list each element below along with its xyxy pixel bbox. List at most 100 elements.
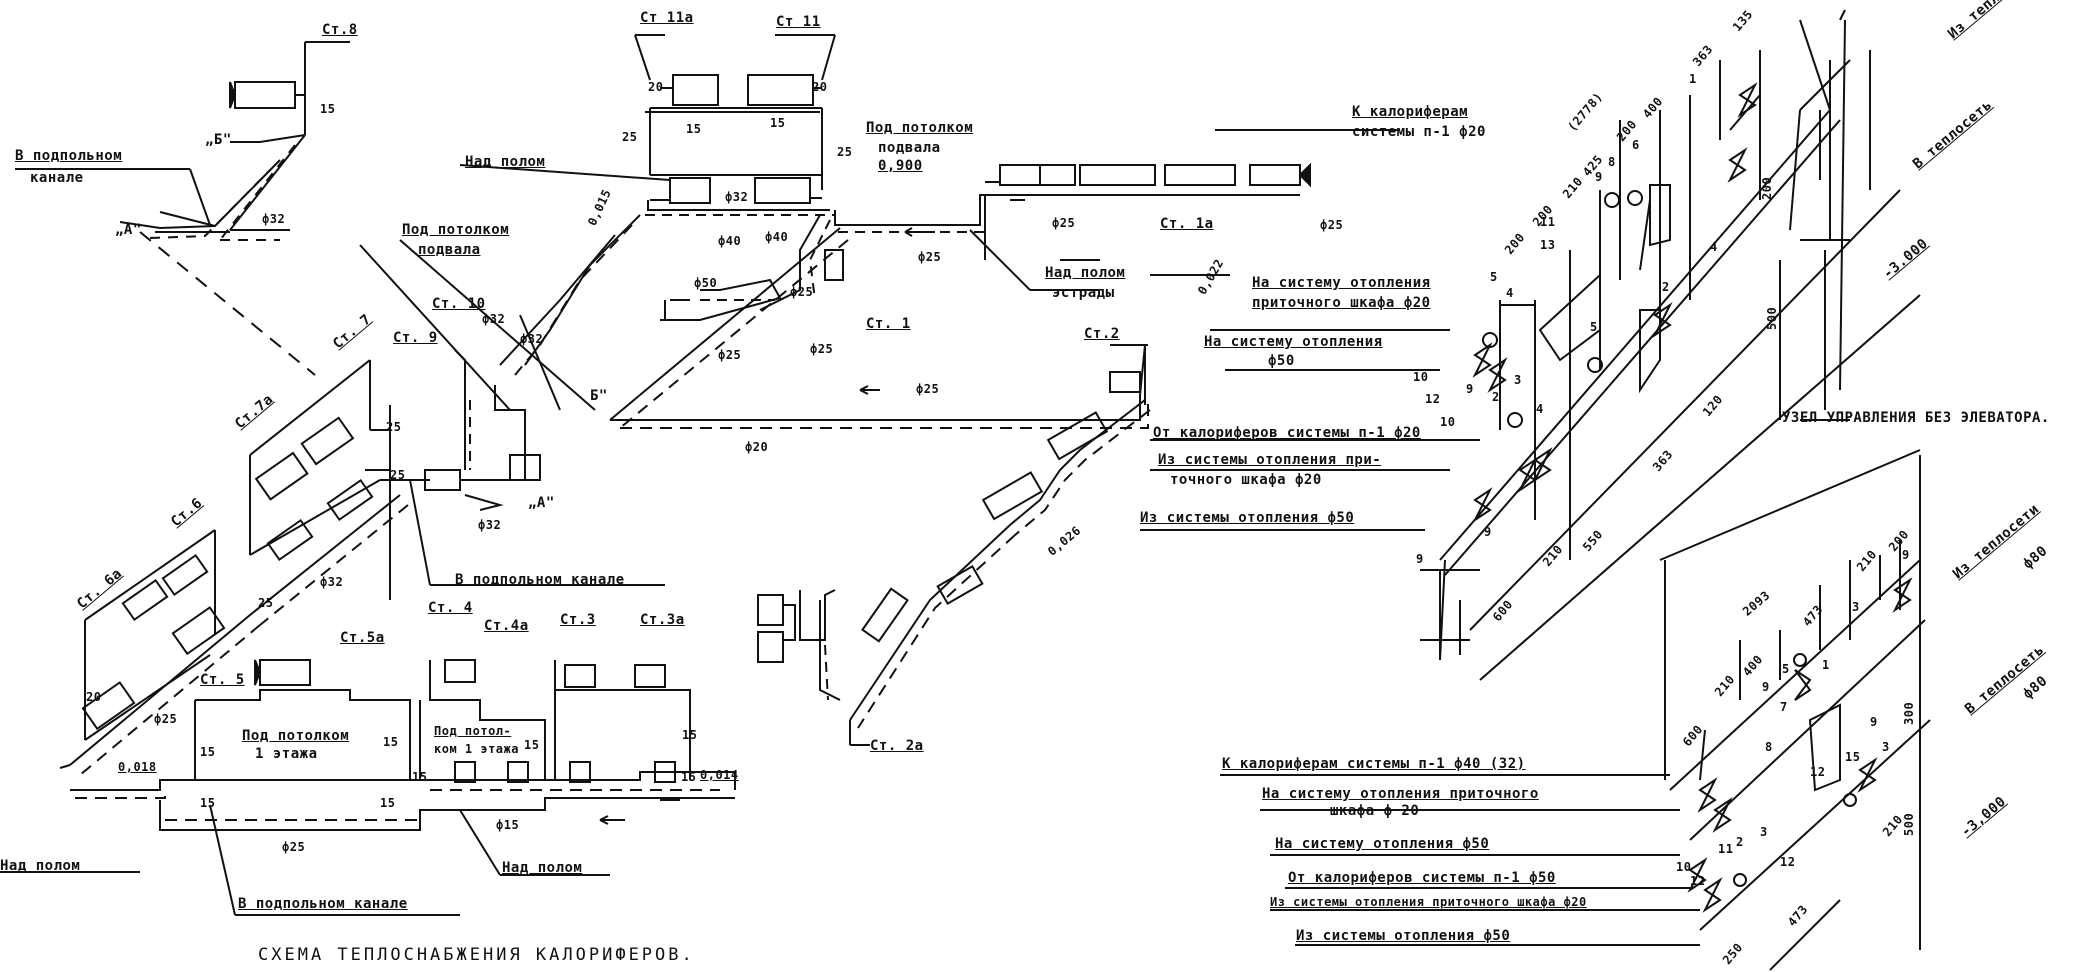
node-bottom-num-13: 12 [1780,855,1796,869]
label-mark-a: „А" [115,222,142,238]
dim-40-a: ф40 [718,234,742,248]
node-bottom-num-5: 8 [1765,740,1773,754]
node-bottom-dim-7: 300 [1902,701,1916,725]
dim-20-d: 20 [86,690,102,704]
node-top-num-12: 1 [1689,72,1697,86]
dim-25-g: ф25 [718,348,742,362]
label-pod-potolkom-podvala-2: Под потолком [866,120,974,136]
node-bottom-num-11: 2 [1736,835,1744,849]
node-top-na-sistemu: На систему отопления [1204,334,1383,350]
dim-20-c: ф20 [745,440,769,454]
label-st5a: Ст.5а [340,630,385,646]
dim-32-f: ф32 [320,575,344,589]
label-st5: Ст. 5 [200,672,245,688]
dim-15-g: 15 [524,738,540,752]
node-top-num-17: 9 [1484,525,1492,539]
label-kom-1-etazha: ком 1 этажа [434,742,519,756]
node-top-f50: ф50 [1268,353,1295,369]
dim-40-b: ф40 [765,230,789,244]
label-st2a: Ст. 2а [870,738,924,754]
riser-2a-group [758,590,840,700]
riser-2-group [850,345,1150,745]
node-bottom-iz-sistemy: Из системы отопления ф50 [1296,928,1511,944]
label-v-podpolnom-2: В подпольном канале [455,572,625,588]
flow-arrows [600,165,1040,824]
riser-8-group [155,42,350,240]
node-bottom-na-sistemu: На систему отопления ф50 [1275,836,1490,852]
label-nad-polom-3: Над полом [0,858,81,874]
node-top-num-13: 2 [1662,280,1670,294]
dim-25-k: ф25 [282,840,306,854]
dim-25-d: ф25 [918,250,942,264]
node-bottom-num-4: 9 [1902,548,1910,562]
node-bottom-num-3: 3 [1852,600,1860,614]
slope-0014: 0,014 [700,768,739,782]
node-top-num-0: 12 [1425,392,1441,406]
dim-25-c: ф25 [790,285,814,299]
dim-15-e: 15 [200,745,216,759]
node-bottom-num-15: 10 [1676,860,1692,874]
label-nad-polom-2: Над полом [1045,265,1126,281]
dim-15-h: 15 [682,728,698,742]
node-top-ot-kaloriferov: От калориферов системы п-1 ф20 [1153,425,1421,441]
node-top-k-kaloriferam: К калориферам [1352,104,1469,120]
label-st4: Ст. 4 [428,600,473,616]
label-mark-b: „Б" [205,132,232,148]
label-st2: Ст.2 [1084,326,1120,342]
control-node-bottom [1660,450,1935,970]
node-top-num-6: 4 [1506,286,1514,300]
label-mark-a2: „А" [528,495,555,511]
risers-3-5-rooms [195,660,690,782]
node-bottom-num-9: 9 [1870,715,1878,729]
label-pod-potolkom-short: Под потол- [434,724,512,738]
dim-25-f: ф25 [1320,218,1344,232]
node-bottom-num-0: 9 [1762,680,1770,694]
dim-20-b: 20 [812,80,828,94]
node-top-sistemy-p1: системы п-1 ф20 [1352,124,1486,140]
label-st3a: Ст.3а [640,612,685,628]
riser-9-10-group [380,330,540,510]
label-podvala-2: подвала [878,140,941,156]
dim-32-b: ф32 [725,190,749,204]
node-top-num-8: 2 [1492,390,1500,404]
label-v-podpolnom-3: В подпольном канале [238,896,408,912]
dim-15-k: 15 [412,770,428,784]
node-top-num-2: 9 [1466,382,1474,396]
dim-25-n: 25 [258,596,274,610]
label-mark-b2: Б" [590,388,608,404]
label-st11a: Ст 11а [640,10,694,26]
dim-15-l: 15 [681,770,697,784]
label-st3: Ст.3 [560,612,596,628]
node-top-num-7: 3 [1514,373,1522,387]
riser-6-group [83,530,224,740]
dim-15-j: 15 [380,796,396,810]
dim-15-a: 15 [320,102,336,116]
node-bottom-num-12: 3 [1760,825,1768,839]
ground-floor-main [70,772,735,830]
label-estrady: эстрады [1052,285,1115,301]
label-podvala: подвала [418,242,481,258]
label-nad-polom-1: Над полом [465,154,546,170]
dim-25-i: ф25 [916,382,940,396]
leader-lines [0,130,1700,945]
dim-25-h: ф25 [810,342,834,356]
dim-32-e: ф32 [478,518,502,532]
node-bottom-num-7: 12 [1810,765,1826,779]
riser-7-group [250,360,390,600]
label-level-0900: 0,900 [878,158,923,174]
node-top-num-5: 5 [1490,270,1498,284]
slope-0018: 0,018 [118,760,157,774]
node-top-dim-10: 500 [1765,306,1779,330]
control-node-top [1420,10,1925,693]
label-kanale: канале [30,170,84,186]
node-bottom-num-14: 11 [1718,842,1734,856]
label-st9: Ст. 9 [393,330,438,346]
node-top-iz-sistemy-pri: Из системы отопления при- [1158,452,1382,468]
dim-50-a: ф50 [694,276,718,290]
node-top-num-18: 9 [1416,552,1424,566]
node-bottom-k-kaloriferam: К калориферам системы п-1 ф40 (32) [1222,756,1526,772]
node-bottom-ot-kaloriferov: От калориферов системы п-1 ф50 [1288,870,1556,886]
node-top-num-10: 6 [1632,138,1640,152]
riser-1-group [660,215,843,320]
label-st1a: Ст. 1а [1160,216,1214,232]
